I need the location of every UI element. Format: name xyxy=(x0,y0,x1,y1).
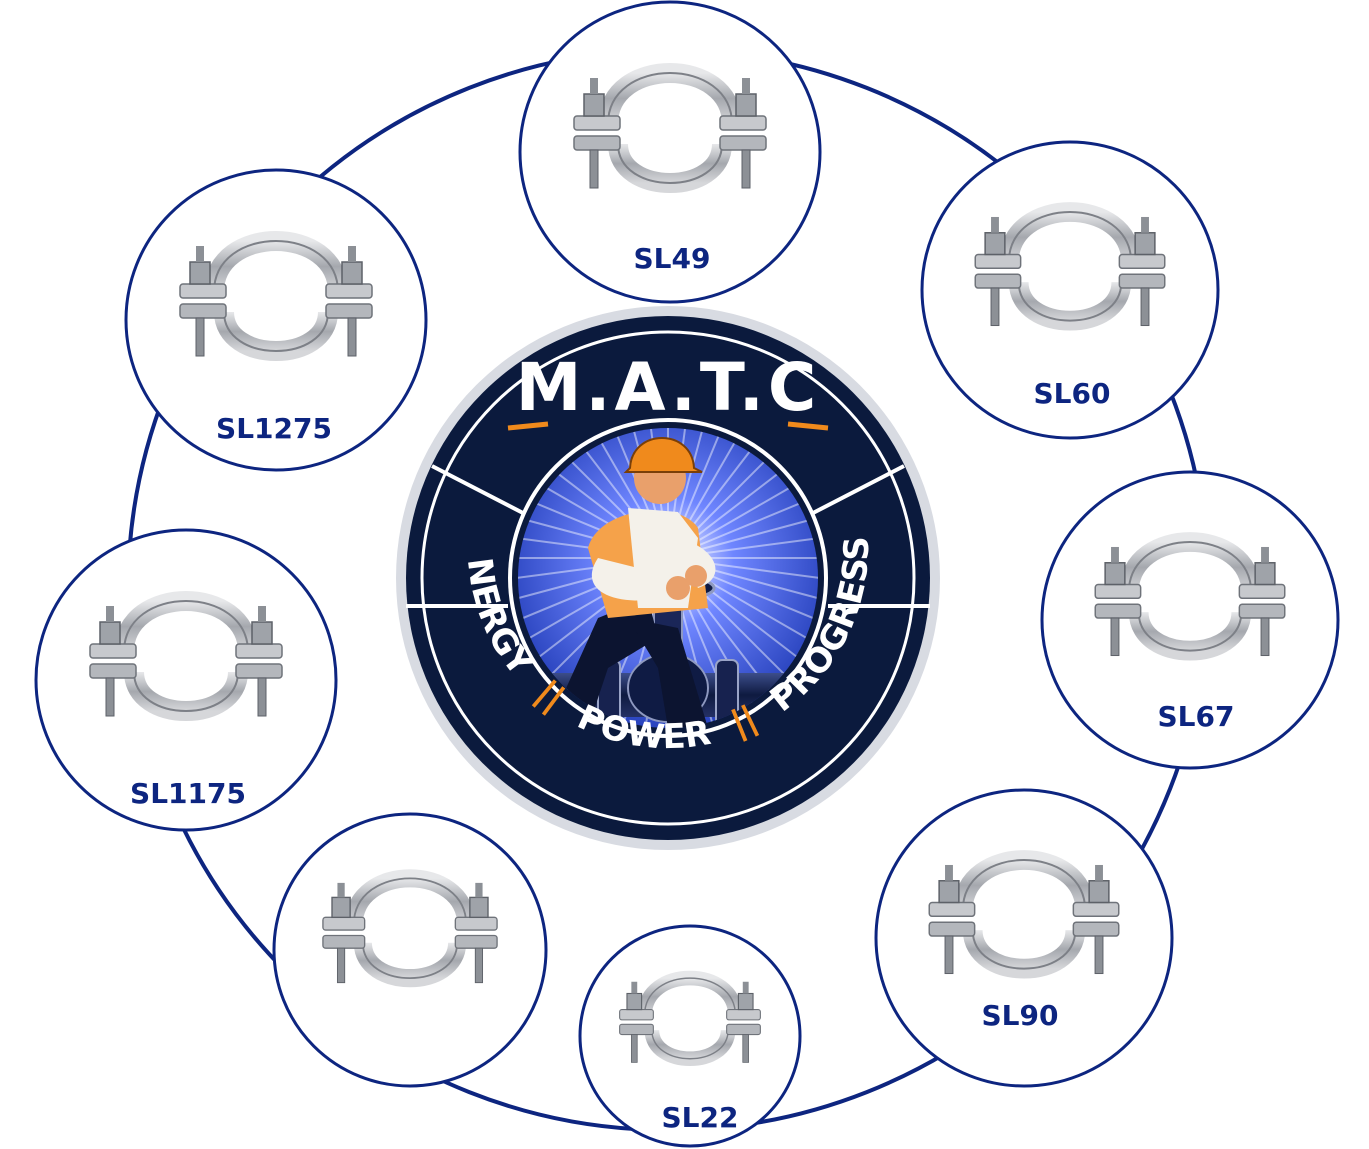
product-node-sl22: SL22 xyxy=(578,924,802,1148)
product-circle xyxy=(124,168,428,472)
product-label: SL67 xyxy=(1158,700,1235,733)
product-circle xyxy=(920,140,1220,440)
product-label: SL49 xyxy=(634,242,711,275)
product-circle xyxy=(272,812,548,1088)
worker-turning-pipeline-valve-icon xyxy=(548,437,716,728)
product-node-sl1175: SL1175 xyxy=(34,528,338,832)
product-node-unlabeled xyxy=(272,812,548,1088)
product-node-sl49: SL49 xyxy=(518,0,822,304)
product-label: SL22 xyxy=(662,1101,739,1134)
product-node-sl90: SL90 xyxy=(874,788,1174,1088)
product-label: SL60 xyxy=(1034,377,1111,410)
matc-logo-badge: M.A.T.C ENERGY || POWER || PROGRESS xyxy=(396,306,940,850)
product-label: SL1275 xyxy=(216,412,332,445)
product-node-sl67: SL67 xyxy=(1040,470,1340,770)
product-circle xyxy=(34,528,338,832)
product-label: SL90 xyxy=(982,999,1059,1032)
product-circle xyxy=(1040,470,1340,770)
product-label: SL1175 xyxy=(130,777,246,810)
logo-title: M.A.T.C xyxy=(516,349,821,426)
product-circle xyxy=(578,924,802,1148)
product-node-sl60: SL60 xyxy=(920,140,1220,440)
product-circle xyxy=(874,788,1174,1088)
product-node-sl1275: SL1275 xyxy=(124,168,428,472)
product-circle xyxy=(518,0,822,304)
